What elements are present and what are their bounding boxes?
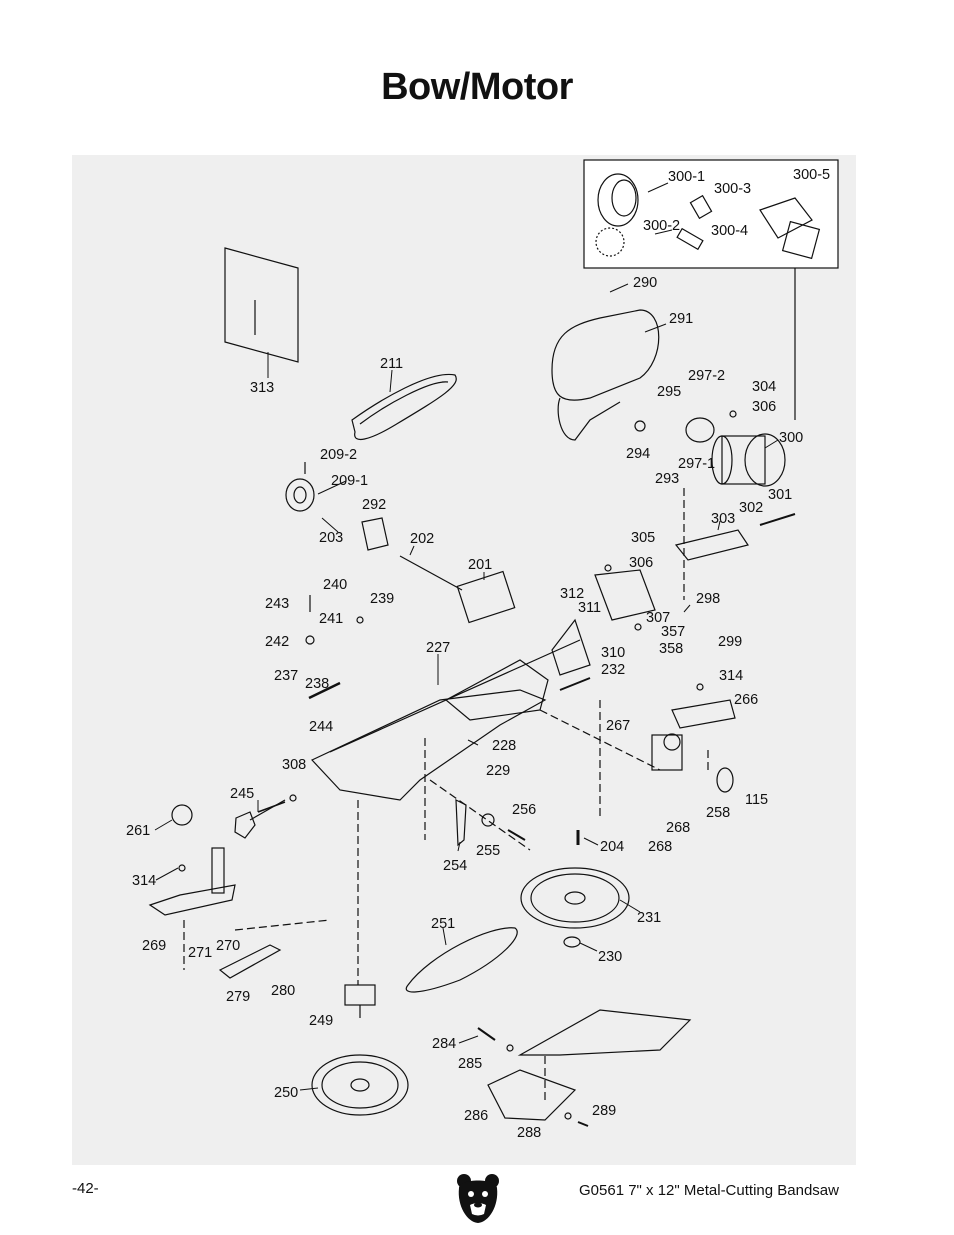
part-label: 204 (600, 839, 624, 855)
part-label: 312 (560, 586, 584, 602)
part-label: 310 (601, 645, 625, 661)
part-label: 314 (719, 668, 743, 684)
part-label: 268 (648, 839, 672, 855)
part-label: 268 (666, 820, 690, 836)
part-label: 357 (661, 624, 685, 640)
part-label: 294 (626, 446, 650, 462)
manual-title: G0561 7" x 12" Metal-Cutting Bandsaw (579, 1182, 839, 1199)
part-label: 209-2 (320, 447, 357, 463)
diagram-background (72, 155, 856, 1165)
part-label: 251 (431, 916, 455, 932)
part-label: 286 (464, 1108, 488, 1124)
part-label: 304 (752, 379, 776, 395)
inset-label: 300-3 (714, 181, 751, 197)
part-label: 311 (578, 600, 601, 616)
part-label: 297-1 (678, 456, 715, 472)
part-label: 201 (468, 557, 492, 573)
part-label: 256 (512, 802, 536, 818)
part-label: 244 (309, 719, 333, 735)
inset-label: 300-4 (711, 223, 748, 239)
part-label: 232 (601, 662, 625, 678)
part-label: 290 (633, 275, 657, 291)
part-label: 302 (739, 500, 763, 516)
inset-label: 300-1 (668, 169, 705, 185)
part-label: 271 (188, 945, 212, 961)
part-label: 297-2 (688, 368, 725, 384)
part-label: 269 (142, 938, 166, 954)
part-label: 249 (309, 1013, 333, 1029)
part-label: 303 (711, 511, 735, 527)
part-label: 254 (443, 858, 467, 874)
part-label: 314 (132, 873, 156, 889)
part-label: 313 (250, 380, 274, 396)
part-label: 115 (745, 792, 768, 808)
part-label: 305 (631, 530, 655, 546)
part-label: 209-1 (331, 473, 368, 489)
part-label: 267 (606, 718, 630, 734)
page-number: -42- (72, 1180, 99, 1197)
part-label: 243 (265, 596, 289, 612)
part-label: 237 (274, 668, 298, 684)
part-label: 280 (271, 983, 295, 999)
page-title: Bow/Motor (381, 66, 573, 108)
part-label: 266 (734, 692, 758, 708)
part-label: 240 (323, 577, 347, 593)
part-label: 285 (458, 1056, 482, 1072)
part-label: 241 (319, 611, 343, 627)
part-label: 258 (706, 805, 730, 821)
part-label: 245 (230, 786, 254, 802)
part-label: 231 (637, 910, 661, 926)
part-label: 203 (319, 530, 343, 546)
grizzly-bear-logo (457, 1174, 499, 1223)
inset-label: 300-2 (643, 218, 680, 234)
part-label: 298 (696, 591, 720, 607)
part-label: 293 (655, 471, 679, 487)
part-label: 306 (752, 399, 776, 415)
part-label: 301 (768, 487, 792, 503)
part-label: 292 (362, 497, 386, 513)
part-label: 306 (629, 555, 653, 571)
part-label: 228 (492, 738, 516, 754)
part-label: 202 (410, 531, 434, 547)
part-label: 250 (274, 1085, 298, 1101)
part-label: 295 (657, 384, 681, 400)
part-label: 255 (476, 843, 500, 859)
part-label: 227 (426, 640, 450, 656)
part-label: 288 (517, 1125, 541, 1141)
part-label: 300 (779, 430, 803, 446)
part-label: 308 (282, 757, 306, 773)
part-label: 261 (126, 823, 150, 839)
part-label: 239 (370, 591, 394, 607)
part-label: 238 (305, 676, 329, 692)
part-label: 299 (718, 634, 742, 650)
part-label: 229 (486, 763, 510, 779)
inset-label: 300-5 (793, 167, 830, 183)
part-label: 230 (598, 949, 622, 965)
part-label: 284 (432, 1036, 456, 1052)
part-label: 289 (592, 1103, 616, 1119)
part-label: 211 (380, 356, 403, 372)
part-label: 270 (216, 938, 240, 954)
part-label: 291 (669, 311, 693, 327)
part-label: 279 (226, 989, 250, 1005)
part-label: 307 (646, 610, 670, 626)
part-label: 358 (659, 641, 683, 657)
part-label: 242 (265, 634, 289, 650)
